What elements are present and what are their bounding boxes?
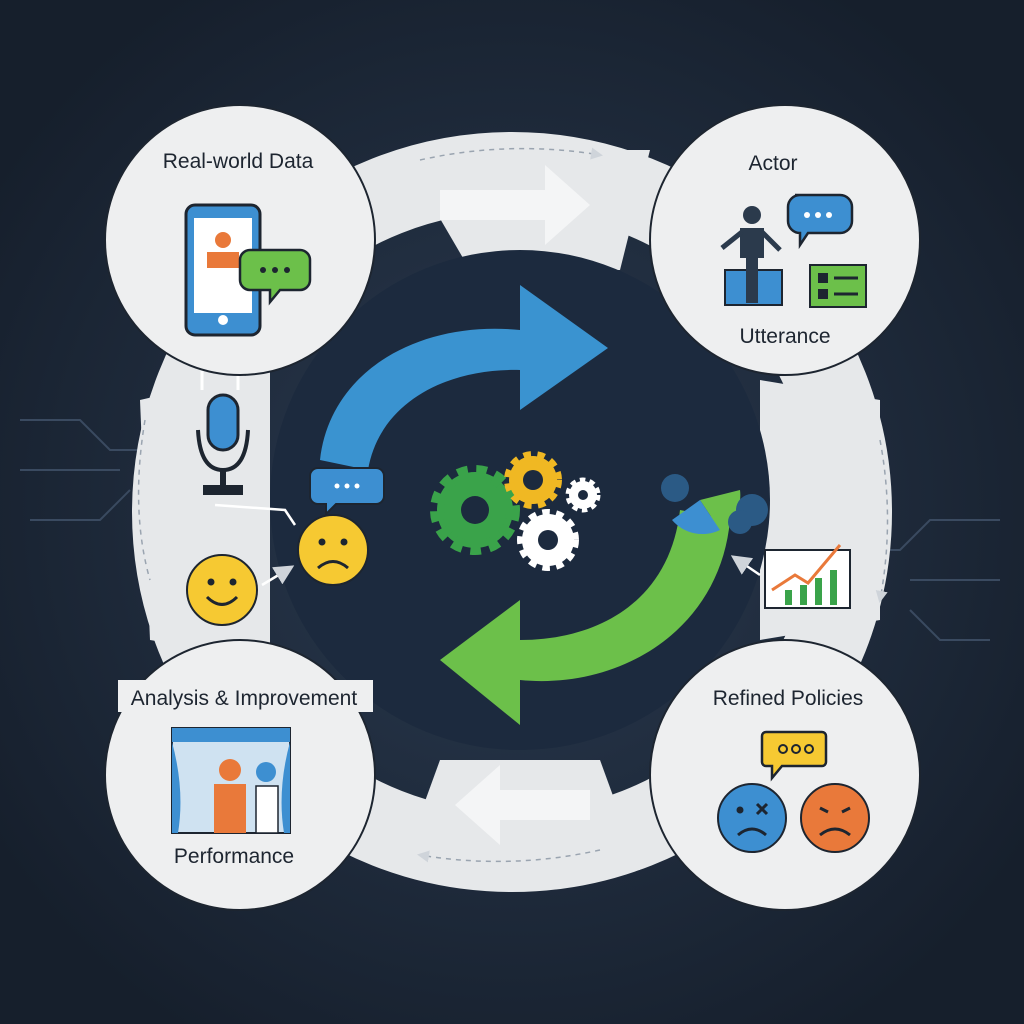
node-title: Real-world Data xyxy=(163,150,314,173)
actor-on-stage-icon xyxy=(720,206,783,306)
theater-stage-icon xyxy=(171,727,291,834)
node-analysis-improvement: Analysis & Improvement Performance xyxy=(104,639,376,911)
green-cycle-arrow xyxy=(440,510,730,725)
arrow-right-icon xyxy=(440,165,590,245)
script-card-icon xyxy=(809,264,867,308)
chat-bubble-icon xyxy=(238,248,312,306)
speech-bubble-icon xyxy=(786,193,854,250)
flow-arrow xyxy=(261,565,295,587)
node-subtitle: Utterance xyxy=(739,325,830,348)
circuit-decoration xyxy=(20,419,1000,641)
gears-icon xyxy=(430,451,601,571)
microphone-icon xyxy=(196,393,250,495)
dizzy-face-icon xyxy=(717,783,787,853)
growth-chart-icon xyxy=(764,544,851,609)
node-refined-policies: Refined Policies xyxy=(649,639,921,911)
frowning-face-icon xyxy=(800,783,870,853)
speech-bubble-icon xyxy=(760,730,828,782)
node-real-world-data: Real-world Data xyxy=(104,104,376,376)
happy-face-icon xyxy=(186,554,258,626)
blue-cycle-arrow xyxy=(320,285,608,470)
node-subtitle: Performance xyxy=(174,845,294,868)
flow-arrow xyxy=(214,503,297,526)
node-title: Actor xyxy=(748,152,797,175)
pie-chart-icon xyxy=(661,474,768,535)
node-actor: Actor Utterance xyxy=(649,104,921,376)
dashed-connectors xyxy=(137,147,889,863)
node-title: Refined Policies xyxy=(713,687,864,710)
chat-bubble-icon xyxy=(309,467,385,517)
node-title: Analysis & Improvement xyxy=(131,687,358,710)
sad-face-icon xyxy=(297,514,369,586)
arrow-left-icon xyxy=(455,765,590,845)
flow-arrow xyxy=(730,555,761,577)
